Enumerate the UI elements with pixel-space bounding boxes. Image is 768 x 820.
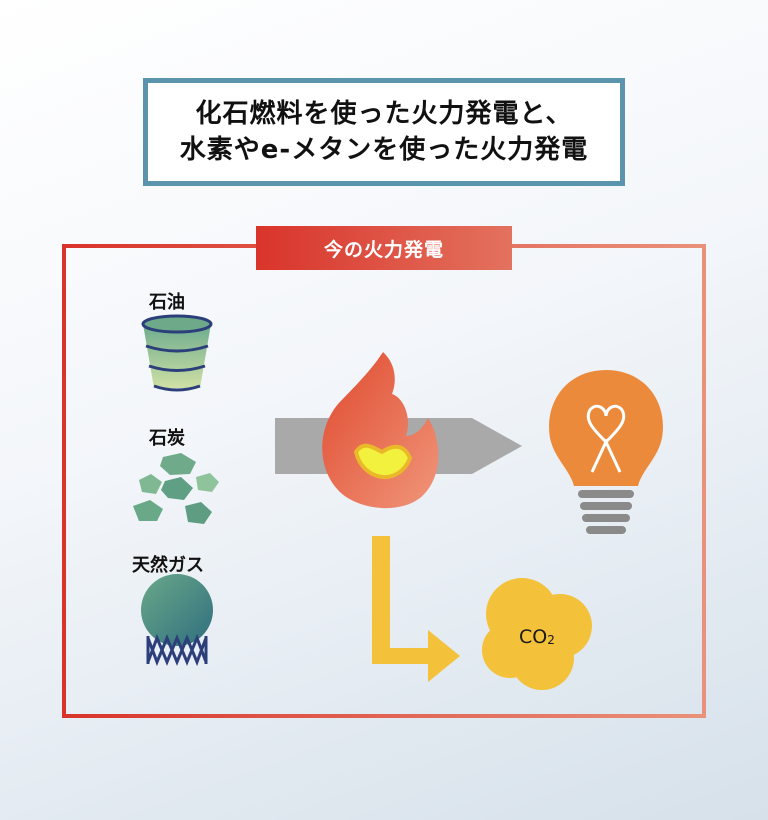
co2-label: CO2 — [519, 626, 555, 648]
coal-icon — [133, 453, 219, 524]
co2-main-text: CO — [519, 626, 548, 648]
oil-barrel-icon — [141, 314, 213, 392]
title-line-1: 化石燃料を使った火力発電と、 — [195, 99, 573, 129]
title-line-2: 水素やe-メタンを使った火力発電 — [179, 135, 589, 165]
gas-tank-icon — [141, 574, 213, 667]
co2-arrow — [372, 536, 460, 682]
title-box: 化石燃料を使った火力発電と、 水素やe-メタンを使った火力発電 — [143, 78, 625, 186]
co2-subscript: 2 — [547, 633, 555, 647]
gas-label: 天然ガス — [132, 555, 204, 576]
oil-label: 石油 — [149, 292, 185, 313]
flame-icon — [322, 352, 439, 509]
coal-label: 石炭 — [149, 428, 185, 449]
co2-cloud-icon — [482, 578, 592, 690]
frame-tag: 今の火力発電 — [256, 226, 512, 270]
light-bulb-icon — [549, 370, 663, 534]
